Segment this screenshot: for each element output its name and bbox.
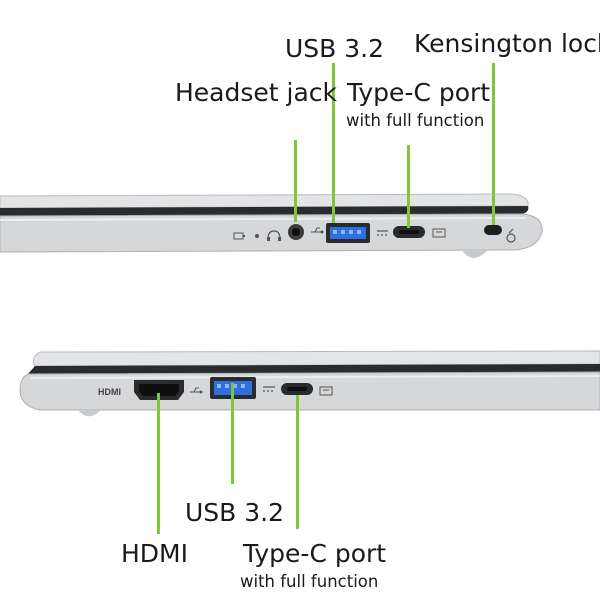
headset-label: Headset jack <box>175 78 338 107</box>
usb-leader-line <box>332 63 335 223</box>
dc-symbol-icon <box>377 230 388 236</box>
typec-leader-line <box>407 145 410 228</box>
usb-c-marking-icon <box>432 228 446 238</box>
laptop-left-side-view: HDMI <box>19 350 600 417</box>
type-c-port-bottom <box>281 383 313 395</box>
headset-leader-line <box>294 140 297 222</box>
laptop-lid-bottom <box>32 350 600 367</box>
hdmi-marking: HDMI <box>98 387 121 397</box>
battery-led-icon <box>233 232 245 240</box>
usb-symbol-icon <box>311 227 324 234</box>
hdmi-label: HDMI <box>121 539 188 568</box>
laptop-right-side-view <box>0 193 543 258</box>
usb-leader-line-bottom <box>231 383 234 484</box>
typec-leader-line-bottom <box>296 395 299 529</box>
headset-jack <box>288 224 304 240</box>
power-led-icon <box>255 234 259 238</box>
typec-sublabel-top: with full function <box>346 111 485 130</box>
kensington-label: Kensington lock <box>414 29 600 58</box>
laptop-lid <box>0 193 529 209</box>
hdmi-port <box>134 380 184 400</box>
usb-a-port <box>326 223 370 243</box>
hdmi-leader-line <box>157 393 160 534</box>
laptop-foot-bottom <box>78 410 101 417</box>
laptop-hinge-gap-bottom <box>28 364 600 374</box>
usb-c-marking-icon-bottom <box>319 386 333 396</box>
kensington-lock-slot <box>484 225 502 235</box>
type-c-port <box>393 226 425 238</box>
usb-label-bottom: USB 3.2 <box>185 498 285 527</box>
headset-symbol-icon <box>267 230 281 241</box>
usb-symbol-icon-bottom <box>190 387 203 394</box>
dc-symbol-icon-bottom <box>263 386 275 392</box>
typec-label-bottom: Type-C port <box>243 539 387 568</box>
laptop-base <box>0 213 543 253</box>
typec-sublabel-bottom: with full function <box>240 572 379 591</box>
laptop-hinge-gap <box>0 206 529 216</box>
typec-label-top: Type-C port <box>347 78 491 107</box>
kensington-leader-line <box>492 63 495 225</box>
lock-symbol-icon <box>506 228 516 243</box>
laptop-foot <box>462 250 487 258</box>
usb-label-top: USB 3.2 <box>285 34 385 63</box>
